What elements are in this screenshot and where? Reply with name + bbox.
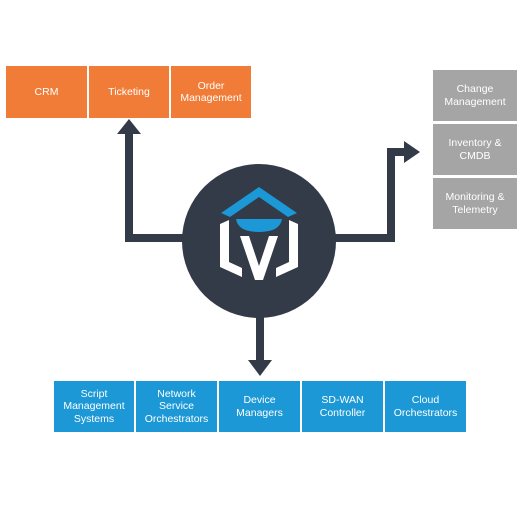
system-box-label: Ticketing	[108, 85, 150, 98]
system-box-label: Script Management Systems	[63, 387, 125, 425]
system-box-monitoring-telemetry: Monitoring & Telemetry	[433, 178, 517, 229]
system-box-label: Inventory & CMDB	[448, 137, 502, 162]
connector-to-orange-group	[125, 132, 190, 242]
logo-v-mark	[240, 236, 278, 280]
system-box-label: Change Management	[444, 83, 506, 108]
platform-logo-icon	[220, 187, 298, 280]
system-box-device-managers: Device Managers	[219, 381, 300, 432]
arrowhead-right	[404, 141, 420, 163]
logo-bowl-mark	[236, 219, 282, 232]
system-box-label: Cloud Orchestrators	[393, 394, 458, 419]
logo-right-frame	[276, 220, 298, 277]
system-box-label: Device Managers	[236, 394, 283, 419]
logo-left-frame	[220, 220, 242, 277]
system-box-change-management: Change Management	[433, 70, 517, 121]
connector-to-gray-group	[330, 148, 406, 242]
system-box-ticketing: Ticketing	[89, 66, 169, 118]
system-box-inventory-cmdb: Inventory & CMDB	[433, 124, 517, 175]
system-box-label: SD-WAN Controller	[319, 394, 366, 419]
system-box-script-management-systems: Script Management Systems	[54, 381, 134, 432]
system-box-label: CRM	[34, 85, 59, 98]
system-box-cloud-orchestrators: Cloud Orchestrators	[385, 381, 466, 432]
system-box-label: Monitoring & Telemetry	[445, 191, 505, 216]
system-box-label: Network Service Orchestrators	[144, 387, 209, 425]
central-hub	[182, 164, 336, 318]
system-box-sd-wan-controller: SD-WAN Controller	[302, 381, 383, 432]
logo-roof-mark	[221, 187, 297, 217]
arrowhead-down	[248, 360, 272, 376]
system-box-crm: CRM	[6, 66, 87, 118]
system-box-network-service-orchestrators: Network Service Orchestrators	[136, 381, 217, 432]
arrowhead-up	[117, 119, 141, 134]
system-box-label: Order Management	[180, 79, 242, 105]
system-box-order-management: Order Management	[171, 66, 251, 118]
